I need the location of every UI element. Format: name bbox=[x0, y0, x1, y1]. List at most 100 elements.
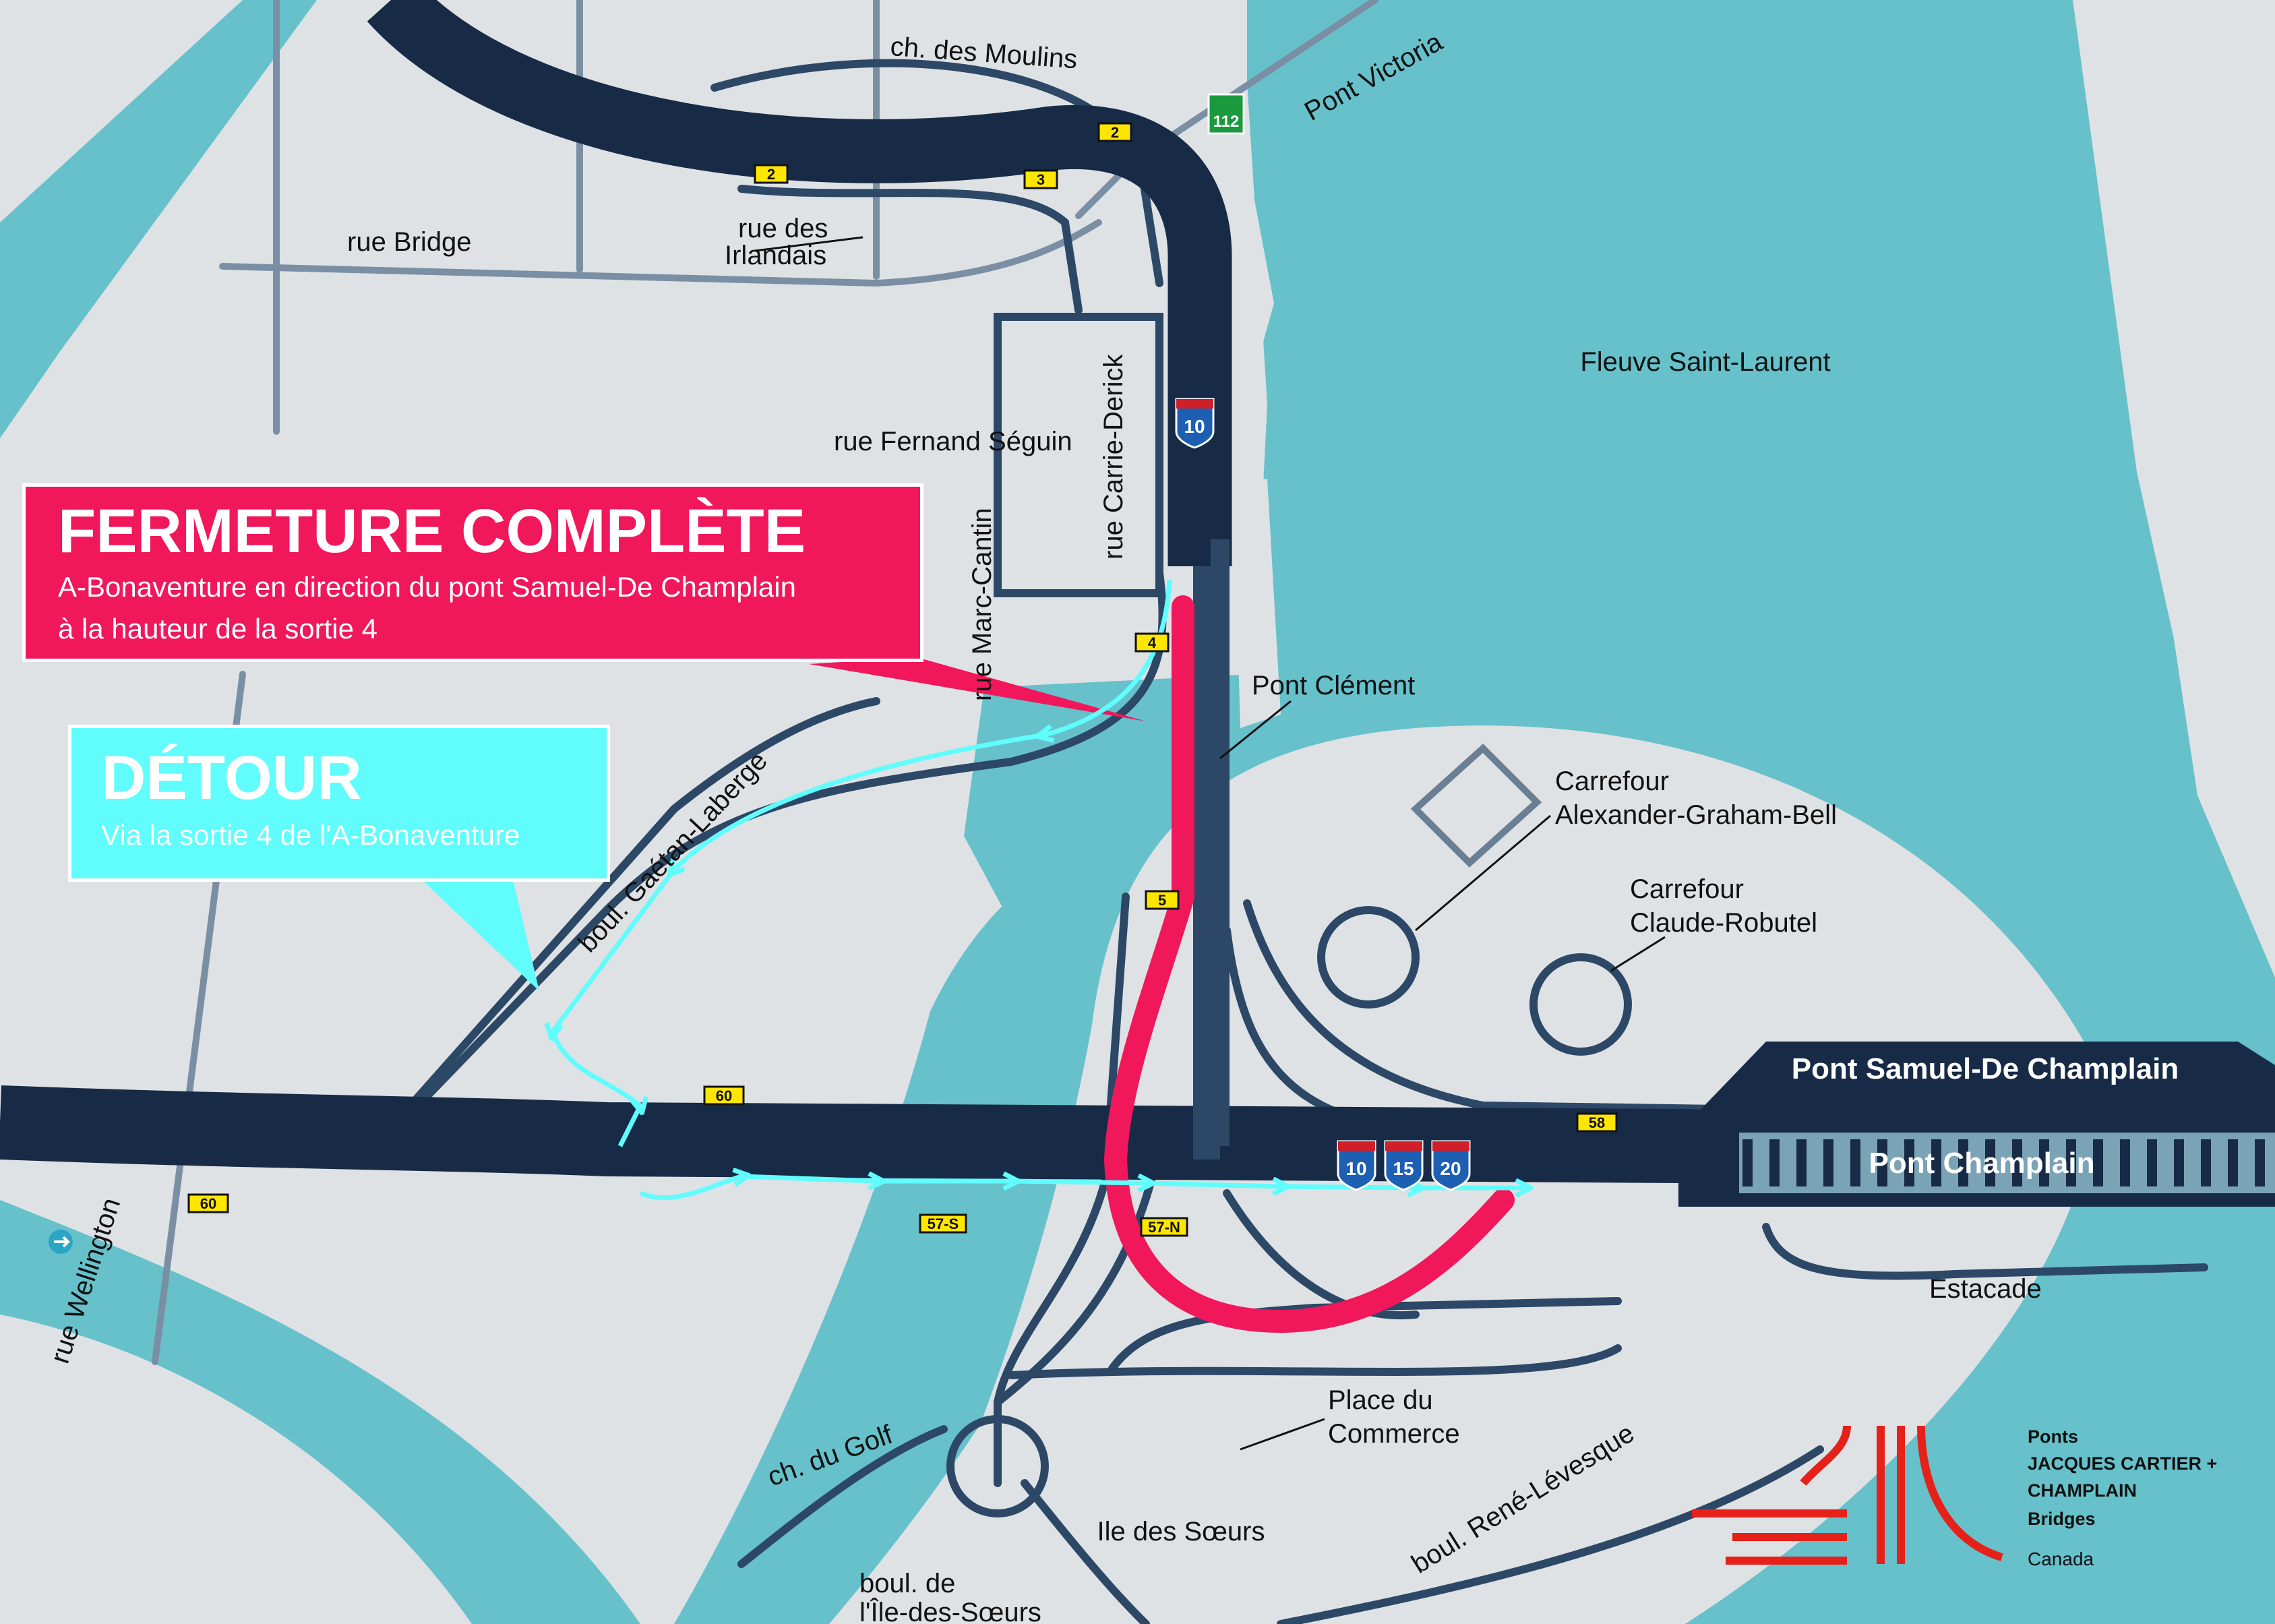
ch-du-golf-road bbox=[737, 1425, 948, 1568]
svg-text:10: 10 bbox=[1184, 416, 1205, 437]
detour-callout: DÉTOUR Via la sortie 4 de l'A-Bonaventur… bbox=[68, 725, 610, 882]
carrefour-cr-label-1: Carrefour bbox=[1630, 874, 1744, 904]
rue-bridge-road bbox=[219, 219, 1102, 287]
detour-pointer bbox=[418, 876, 539, 991]
detour-title: DÉTOUR bbox=[101, 744, 362, 812]
svg-text:3: 3 bbox=[1037, 171, 1045, 188]
a10-shield: 10 bbox=[1337, 1140, 1376, 1191]
svg-text:57-N: 57-N bbox=[1148, 1219, 1180, 1236]
mid-bridge-land bbox=[1234, 479, 1281, 728]
exit-58-marker: 58 bbox=[1576, 1112, 1618, 1133]
svg-text:15: 15 bbox=[1393, 1158, 1414, 1179]
ch-du-golf-roundabout bbox=[946, 1415, 1049, 1517]
a10-highway bbox=[0, 1085, 2275, 1197]
svg-text:2: 2 bbox=[767, 166, 775, 183]
canal-water bbox=[0, 0, 317, 438]
pont-champlain-label: Pont Champlain bbox=[1869, 1147, 2095, 1180]
boul-ile-des-soeurs-road bbox=[1021, 1479, 1150, 1624]
ile-des-soeurs-label: Ile des Sœurs bbox=[1097, 1517, 1265, 1546]
detour-line1: Via la sortie 4 de l'A-Bonaventure bbox=[101, 819, 520, 851]
exit-57s-marker: 57-S bbox=[919, 1213, 967, 1234]
rue-carrie-derick-label: rue Carrie-Derick bbox=[1099, 354, 1128, 560]
lower-interchange-road-1 bbox=[1243, 899, 1959, 1116]
carrefour-agb-roundabout bbox=[1317, 906, 1420, 1009]
pont-clement-label: Pont Clément bbox=[1252, 671, 1415, 700]
upper-loop-road bbox=[737, 185, 1083, 314]
svg-text:4: 4 bbox=[1148, 634, 1157, 651]
agb-square-road bbox=[1410, 744, 1542, 868]
rue-fernand-seguin-label: rue Fernand Séguin bbox=[834, 427, 1072, 456]
place-du-commerce-label-1: Place du bbox=[1328, 1385, 1433, 1415]
svg-text:10: 10 bbox=[1345, 1158, 1366, 1179]
rue-des-irlandais-label-2: Irlandais bbox=[725, 241, 826, 270]
closure-callout: FERMETURE COMPLÈTE A-Bonaventure en dire… bbox=[22, 483, 923, 662]
logo-line3: CHAMPLAIN bbox=[2028, 1480, 2137, 1501]
rue-bridge-label: rue Bridge bbox=[347, 227, 472, 257]
exit-2b-marker: 2 bbox=[1097, 122, 1132, 142]
rue-marc-cantin-label: rue Marc-Cantin bbox=[967, 508, 997, 701]
boul-rene-levesque-road bbox=[1277, 1445, 1824, 1624]
river-label: Fleuve Saint-Laurent bbox=[1580, 347, 1830, 377]
interchange-link-2 bbox=[1223, 1189, 1420, 1319]
closure-pointer bbox=[809, 657, 1146, 721]
nuns-island-loop bbox=[1108, 1297, 1622, 1373]
detour-route-north bbox=[553, 579, 1172, 1147]
svg-text:60: 60 bbox=[716, 1087, 732, 1104]
logo-line2: JACQUES CARTIER + bbox=[2028, 1453, 2217, 1474]
svg-text:2: 2 bbox=[1111, 124, 1119, 141]
boul-ile-des-soeurs-label-1: boul. de bbox=[859, 1569, 955, 1598]
lower-channel-water bbox=[674, 843, 1200, 1624]
exit-60b-marker: 60 bbox=[187, 1193, 229, 1213]
closure-title: FERMETURE COMPLÈTE bbox=[58, 497, 806, 566]
estacade-label: Estacade bbox=[1929, 1274, 2042, 1304]
closure-line1: A-Bonaventure en direction du pont Samue… bbox=[58, 571, 796, 603]
nuns-island-road-1 bbox=[994, 1142, 1163, 1487]
carrefour-agb-label-2: Alexander-Graham-Bell bbox=[1555, 800, 1837, 830]
metro-icon bbox=[49, 1230, 73, 1254]
carrefour-agb-label-1: Carrefour bbox=[1555, 766, 1669, 796]
logo-line4: Bridges bbox=[2028, 1509, 2096, 1529]
logo-mark bbox=[1692, 1425, 2003, 1565]
exit-4-marker: 4 bbox=[1134, 632, 1170, 653]
svg-text:60: 60 bbox=[200, 1195, 216, 1212]
nuns-island-road-2 bbox=[1007, 1344, 1622, 1379]
jacques-cartier-champlain-logo: Ponts JACQUES CARTIER + CHAMPLAIN Bridge… bbox=[1692, 1425, 2217, 1569]
estacade-road bbox=[1762, 1223, 2208, 1280]
detour-route-south bbox=[639, 1176, 1523, 1201]
interchange-link-1 bbox=[994, 893, 1130, 1406]
logo-line5: Canada bbox=[2028, 1548, 2094, 1569]
place-du-commerce-label-2: Commerce bbox=[1328, 1419, 1460, 1449]
exit-60a-marker: 60 bbox=[703, 1085, 745, 1106]
exit-57n-marker: 57-N bbox=[1140, 1217, 1188, 1237]
a20-highway bbox=[367, 0, 1232, 566]
roundabouts bbox=[946, 744, 1632, 1517]
svg-text:5: 5 bbox=[1158, 892, 1166, 909]
svg-text:58: 58 bbox=[1589, 1114, 1605, 1131]
a20-shield: 20 bbox=[1431, 1140, 1471, 1191]
exit-5-marker: 5 bbox=[1145, 890, 1180, 910]
boul-ile-des-soeurs-label-2: l'Île-des-Sœurs bbox=[859, 1597, 1041, 1624]
svg-text:57-S: 57-S bbox=[928, 1215, 959, 1232]
route-112-shield: 112 bbox=[1207, 93, 1245, 135]
east-strip-land bbox=[2073, 0, 2275, 890]
carrefour-cr-label-2: Claude-Robutel bbox=[1630, 908, 1817, 938]
svg-text:20: 20 bbox=[1440, 1158, 1461, 1179]
svg-text:112: 112 bbox=[1213, 113, 1240, 131]
carrefour-claude-robutel-roundabout bbox=[1529, 953, 1632, 1056]
a15-shield: 15 bbox=[1384, 1140, 1424, 1191]
exit-3-marker: 3 bbox=[1023, 169, 1058, 189]
closure-line2: à la hauteur de la sortie 4 bbox=[58, 613, 377, 645]
a10-shield-top: 10 bbox=[1175, 398, 1215, 449]
pont-sdc-label: Pont Samuel-De Champlain bbox=[1792, 1052, 2179, 1085]
pont-champlain-hatching bbox=[1742, 1139, 2265, 1186]
pont-samuel-de-champlain bbox=[1678, 1042, 2275, 1207]
logo-line1: Ponts bbox=[2028, 1426, 2078, 1447]
rue-des-irlandais-label-1: rue des bbox=[738, 214, 828, 243]
leader-lines bbox=[754, 236, 1666, 1451]
exit-2a-marker: 2 bbox=[754, 164, 789, 184]
highway-shields: 10 10 15 20 112 bbox=[1175, 93, 1471, 1191]
highways bbox=[0, 0, 2275, 1197]
closure-route bbox=[1103, 595, 1515, 1333]
exit-markers: 2 2 3 4 5 60 60 57-S 57-N 58 bbox=[187, 122, 1618, 1237]
